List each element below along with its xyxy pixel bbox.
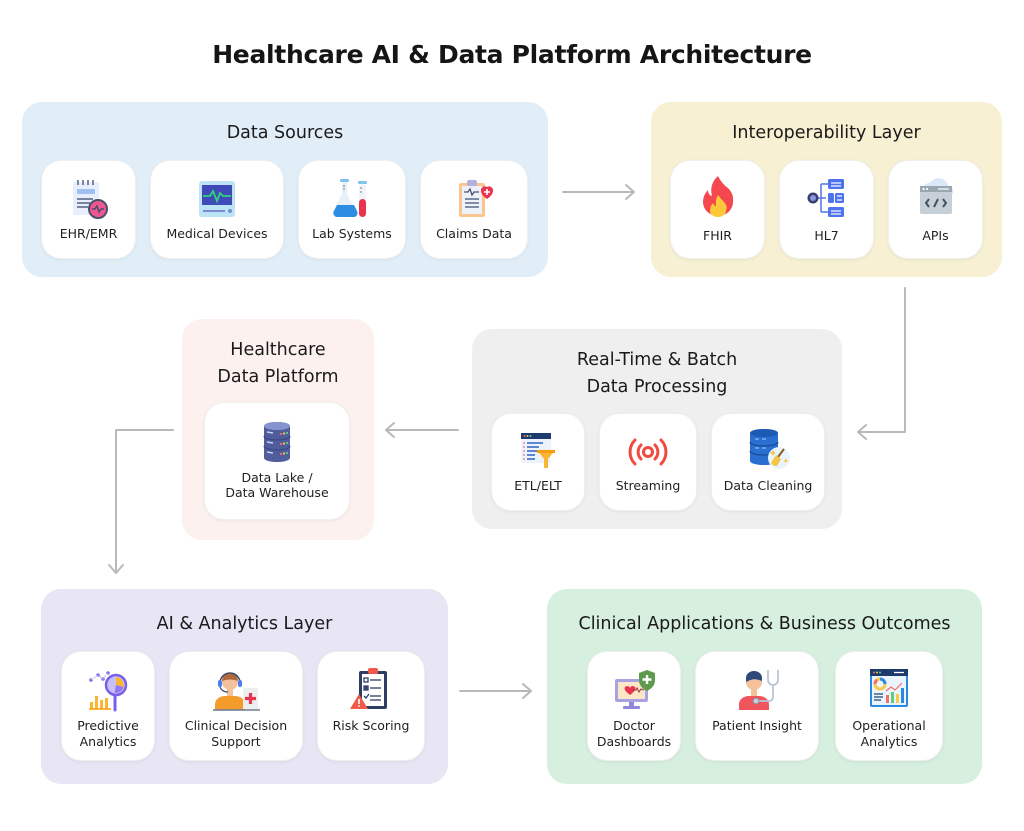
card-apis[interactable]: APIs (888, 160, 983, 259)
group-title: Interoperability Layer (732, 123, 921, 143)
card-streaming[interactable]: Streaming (599, 413, 697, 511)
card-label: Medical Devices (166, 226, 268, 241)
arrow-processing-to-platform (385, 422, 459, 438)
card-label-line-1: Patient Insight (712, 718, 802, 733)
group-data-sources: Data Sources EHR/EMR Medical Devices Lab… (22, 102, 548, 277)
lab-flask-icon (329, 177, 375, 223)
card-fhir[interactable]: FHIR (670, 160, 765, 259)
card-label: Lab Systems (312, 226, 392, 241)
group-title-line-2: Data Processing (586, 377, 728, 397)
card-label: Claims Data (436, 226, 512, 241)
card-label-line-2: Support (211, 734, 261, 749)
card-label-line-2: Dashboards (596, 734, 672, 749)
group-ai-analytics: AI & Analytics Layer Predictive Analytic… (41, 589, 448, 784)
card-label-line-1: Data Lake / (241, 470, 313, 485)
group-title: Clinical Applications & Business Outcome… (578, 614, 951, 634)
card-label: ETL/ELT (514, 478, 562, 493)
card-medical-devices[interactable]: Medical Devices (150, 160, 284, 259)
card-label-line-1: Clinical Decision (184, 718, 288, 733)
card-label: Streaming (615, 478, 681, 493)
ehr-record-icon (66, 177, 112, 223)
card-predictive-analytics[interactable]: Predictive Analytics (61, 651, 155, 761)
card-label-line-1: Predictive (77, 718, 139, 733)
database-broom-icon (745, 426, 791, 472)
card-data-cleaning[interactable]: Data Cleaning (711, 413, 825, 511)
card-label-line-2: Data Warehouse (225, 485, 329, 500)
card-label-line-2: Analytics (860, 734, 918, 749)
card-label: Data Cleaning (723, 478, 813, 493)
clinician-headset-icon (210, 666, 262, 712)
group-title-line-1: Healthcare (230, 340, 326, 360)
card-label-line-1: Doctor (613, 718, 655, 733)
streaming-signal-icon (625, 428, 671, 474)
card-label: EHR/EMR (59, 226, 118, 241)
card-label-line-1: Operational (852, 718, 926, 733)
card-etl-elt[interactable]: ETL/ELT (491, 413, 585, 511)
card-hl7[interactable]: HL7 (779, 160, 874, 259)
card-clinical-decision-support[interactable]: Clinical Decision Support (169, 651, 303, 761)
card-label-line-2: Analytics (79, 734, 137, 749)
medical-monitor-icon (194, 177, 240, 223)
card-data-lake-warehouse[interactable]: Data Lake / Data Warehouse (204, 402, 350, 520)
group-healthcare-data-platform: Healthcare Data Platform Data Lake / Dat… (182, 319, 374, 540)
database-server-icon (254, 420, 300, 466)
doctor-dashboard-icon (611, 668, 657, 714)
claims-clipboard-icon (451, 177, 497, 223)
predictive-analytics-icon (85, 668, 131, 714)
card-label: APIs (922, 228, 949, 243)
card-label: HL7 (814, 228, 839, 243)
card-lab-systems[interactable]: Lab Systems (298, 160, 406, 259)
group-data-processing: Real-Time & Batch Data Processing ETL/EL… (472, 329, 842, 529)
card-ehr-emr[interactable]: EHR/EMR (41, 160, 136, 259)
arrow-interop-to-processing (857, 287, 906, 440)
card-label: FHIR (703, 228, 732, 243)
group-interoperability: Interoperability Layer FHIR HL7 APIs (651, 102, 1002, 277)
diagram-title: Healthcare AI & Data Platform Architectu… (212, 40, 812, 69)
card-doctor-dashboards[interactable]: Doctor Dashboards (587, 651, 681, 761)
arrow-ai-to-clinical (459, 683, 532, 699)
arrow-sources-to-interop (562, 184, 635, 200)
arrow-platform-to-ai (108, 429, 174, 574)
card-claims-data[interactable]: Claims Data (420, 160, 528, 259)
card-patient-insight[interactable]: Patient Insight (695, 651, 819, 761)
group-title-line-1: Real-Time & Batch (576, 350, 738, 370)
card-label-line-1: Risk Scoring (332, 718, 410, 733)
etl-funnel-icon (515, 428, 561, 474)
group-title: AI & Analytics Layer (156, 614, 333, 634)
fire-icon (695, 173, 741, 219)
hierarchy-icon (804, 175, 850, 221)
cloud-code-icon (913, 173, 959, 219)
group-title-line-2: Data Platform (217, 367, 339, 387)
group-title: Data Sources (226, 123, 344, 143)
patient-stethoscope-icon (734, 666, 780, 712)
operational-analytics-icon (866, 666, 912, 712)
card-operational-analytics[interactable]: Operational Analytics (835, 651, 943, 761)
card-risk-scoring[interactable]: Risk Scoring (317, 651, 425, 761)
group-clinical-applications: Clinical Applications & Business Outcome… (547, 589, 982, 784)
risk-checklist-icon (348, 666, 394, 712)
